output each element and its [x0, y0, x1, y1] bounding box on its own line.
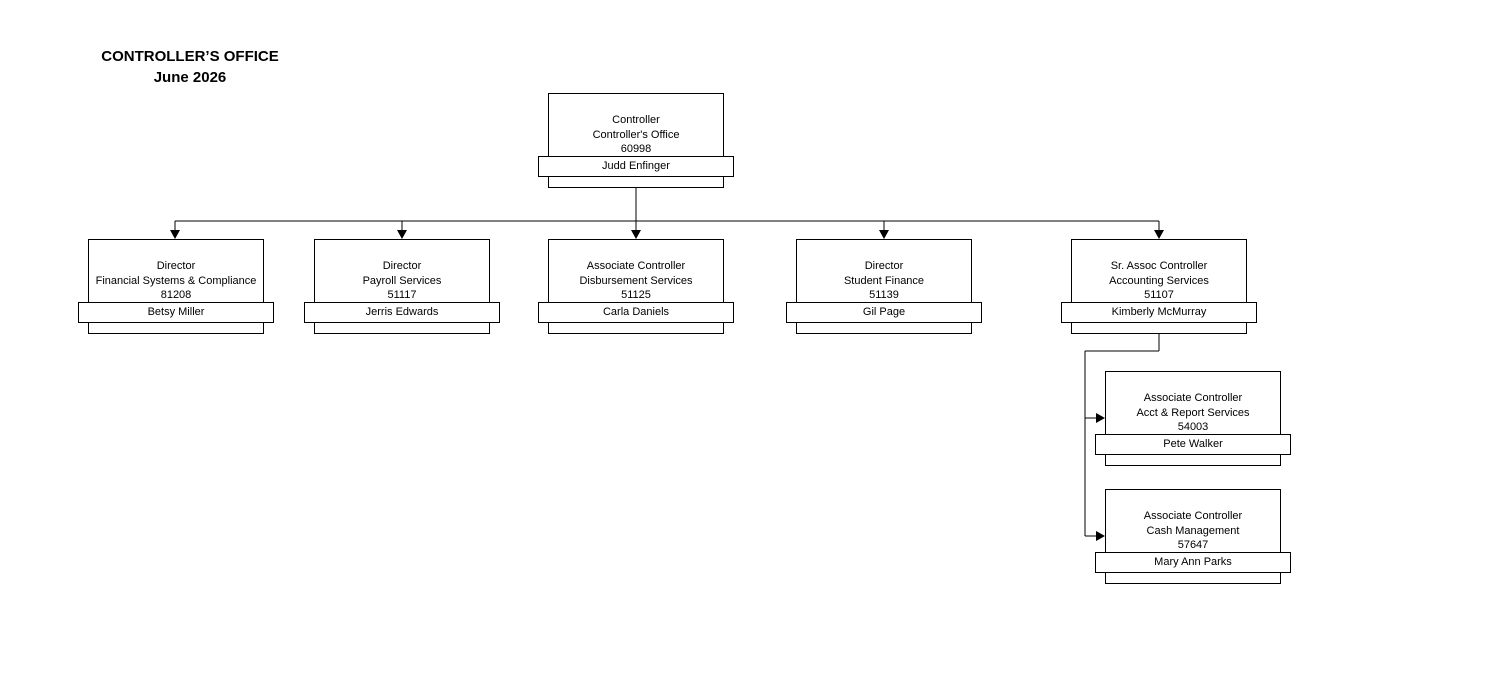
position-number: 60998 [620, 143, 652, 155]
org-node-acct-report: Associate Controller Acct & Report Servi… [1095, 371, 1291, 466]
position-number: 51117 [387, 289, 417, 301]
position-number: 54003 [1177, 421, 1209, 433]
position-number: 51125 [621, 289, 651, 301]
org-node-student-finance: Director Student Finance 51139 Gil Page [786, 239, 982, 334]
arrow-financial-systems [170, 230, 180, 239]
position-title: Controller [612, 114, 660, 126]
org-date: June 2026 [153, 69, 227, 86]
arrow-student-finance [879, 230, 889, 239]
employee-name: Jerris Edwards [304, 302, 500, 323]
department: Payroll Services [362, 274, 442, 287]
position-title: Associate Controller [586, 260, 686, 272]
position-number: 51139 [869, 289, 899, 301]
arrow-payroll [397, 230, 407, 239]
employee-name: Carla Daniels [538, 302, 734, 323]
arrow-cash-mgmt [1096, 531, 1105, 541]
org-node-financial-systems: Director Financial Systems & Compliance … [78, 239, 274, 334]
department: Student Finance [843, 274, 925, 287]
position-number: 51107 [1144, 289, 1174, 301]
position-title: Associate Controller [1143, 392, 1243, 404]
position-title: Associate Controller [1143, 510, 1243, 522]
org-node-disbursement: Associate Controller Disbursement Servic… [538, 239, 734, 334]
chart-header: CONTROLLER’S OFFICE June 2026 [80, 46, 300, 88]
position-title: Sr. Assoc Controller [1110, 260, 1208, 272]
position-title: Director [382, 260, 422, 272]
employee-name: Gil Page [786, 302, 982, 323]
position-title: Director [156, 260, 196, 272]
department: Acct & Report Services [1136, 406, 1250, 419]
employee-name: Pete Walker [1095, 434, 1291, 455]
org-node-cash-mgmt: Associate Controller Cash Management 576… [1095, 489, 1291, 584]
org-node-payroll: Director Payroll Services 51117 Jerris E… [304, 239, 500, 334]
department: Disbursement Services [579, 274, 693, 287]
arrow-disbursement [631, 230, 641, 239]
department: Financial Systems & Compliance [95, 274, 257, 287]
arrow-acct-report [1096, 413, 1105, 423]
position-title: Director [864, 260, 904, 272]
employee-name: Mary Ann Parks [1095, 552, 1291, 573]
department: Accounting Services [1109, 274, 1209, 287]
position-number: 57647 [1177, 539, 1209, 551]
department: Cash Management [1146, 524, 1240, 537]
employee-name: Judd Enfinger [538, 156, 734, 177]
org-title: CONTROLLER’S OFFICE [101, 48, 279, 65]
arrow-accounting [1154, 230, 1164, 239]
employee-name: Kimberly McMurray [1061, 302, 1257, 323]
department: Controller's Office [592, 128, 680, 141]
org-node-controller: Controller Controller's Office 60998 Jud… [538, 93, 734, 188]
position-number: 81208 [160, 289, 192, 301]
org-node-accounting: Sr. Assoc Controller Accounting Services… [1061, 239, 1257, 334]
employee-name: Betsy Miller [78, 302, 274, 323]
